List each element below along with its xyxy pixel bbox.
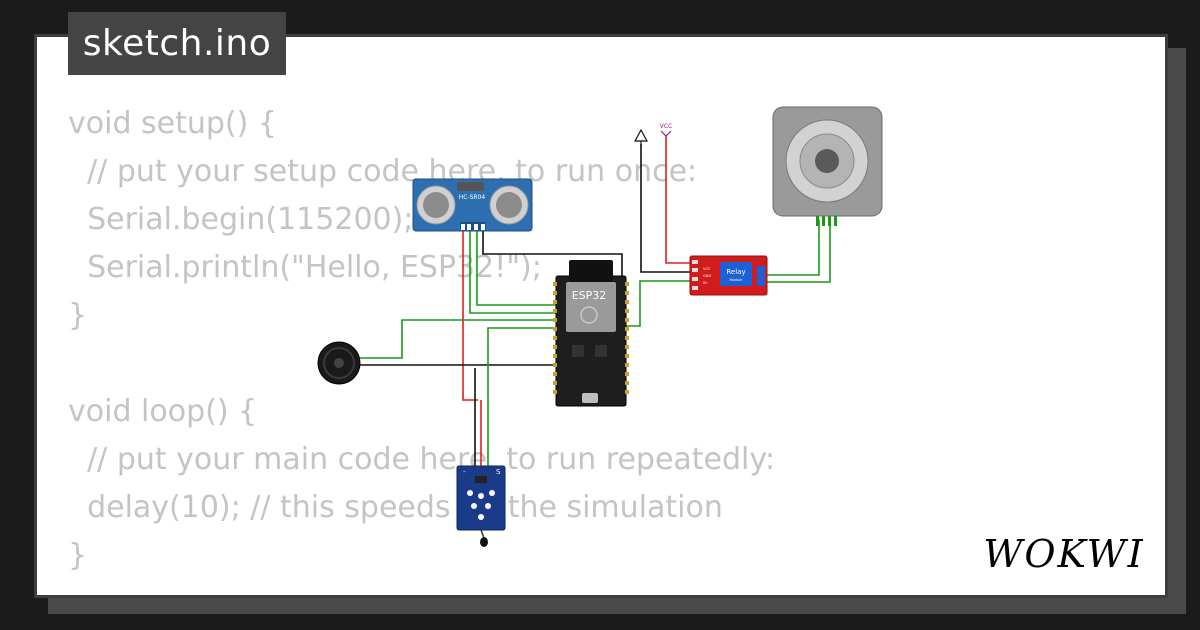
- relay-pin-gnd: GND: [703, 274, 711, 278]
- code-line: Serial.begin(115200);: [68, 202, 414, 237]
- wire: [487, 327, 556, 470]
- code-line: }: [68, 538, 88, 573]
- stepper-motor[interactable]: [772, 106, 883, 226]
- relay-label: Relay: [726, 268, 745, 276]
- vcc-symbol: VCC: [660, 123, 672, 137]
- wire: [476, 228, 556, 306]
- relay-pin-vcc: VCC: [703, 267, 711, 271]
- wokwi-logo: WOKWI: [983, 532, 1144, 576]
- code-line: // put your main code here, to run repea…: [68, 442, 776, 477]
- wire: [359, 319, 556, 359]
- esp32-label: ESP32: [572, 289, 607, 302]
- wire: [462, 228, 478, 401]
- flame-pin-s: S: [496, 468, 501, 476]
- esp32-board[interactable]: ESP32: [553, 260, 629, 407]
- code-line: // put your setup code here, to run once…: [68, 154, 698, 189]
- esp32-pins-left: [553, 282, 557, 394]
- wokwi-logo-text: WOKWI: [983, 532, 1144, 576]
- code-line: Serial.println("Hello, ESP32!");: [68, 250, 542, 285]
- wire: [626, 280, 690, 327]
- relay-sublabel: Module: [729, 278, 743, 282]
- wire: [766, 220, 831, 283]
- ultrasonic-sensor[interactable]: HC-SR04: [412, 178, 533, 232]
- code-line: }: [68, 298, 88, 333]
- code-line: void loop() {: [68, 394, 258, 429]
- buzzer[interactable]: [317, 341, 361, 385]
- wire: [665, 135, 690, 264]
- wire: [766, 220, 820, 276]
- relay-module[interactable]: Relay Module VCC GND IN: [689, 255, 768, 296]
- wire: [482, 228, 623, 282]
- code-line: void setup() {: [68, 106, 277, 141]
- flame-pin-minus: -: [463, 468, 466, 476]
- flame-sensor[interactable]: - S: [456, 465, 506, 547]
- ultrasonic-label: HC-SR04: [459, 194, 486, 201]
- relay-pin-in: IN: [703, 281, 707, 285]
- wires: [359, 135, 831, 470]
- wire: [469, 228, 556, 314]
- gnd-symbol: [633, 128, 649, 146]
- wire: [640, 144, 690, 273]
- file-tab[interactable]: sketch.ino: [68, 12, 286, 75]
- vcc-label: VCC: [660, 123, 672, 130]
- esp32-pins-right: [625, 282, 629, 394]
